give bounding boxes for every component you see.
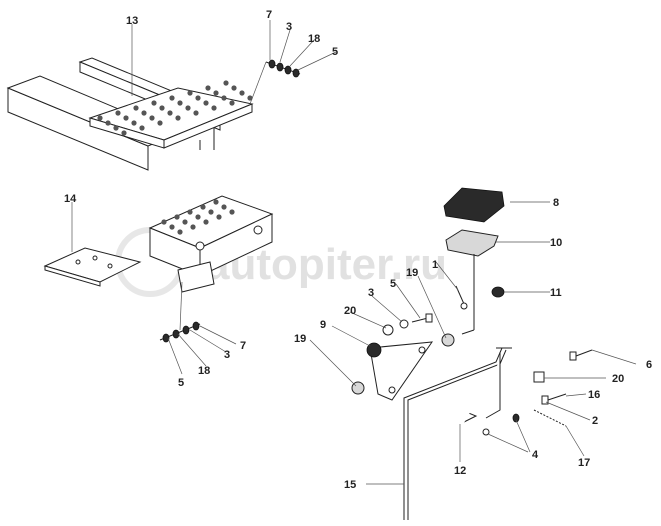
label-7-top: 7	[266, 9, 272, 21]
hole	[177, 229, 183, 235]
hole	[193, 110, 199, 116]
hole	[182, 219, 188, 225]
label-17: 17	[578, 457, 590, 469]
label-3-top: 3	[286, 21, 292, 33]
hole	[151, 100, 157, 106]
hole	[213, 90, 219, 96]
hole	[115, 110, 121, 116]
label-19-mid: 19	[406, 267, 418, 279]
label-14: 14	[64, 193, 77, 205]
label-12: 12	[454, 465, 466, 477]
label-4: 4	[532, 449, 539, 461]
hole	[123, 115, 129, 121]
label-20-right: 20	[612, 373, 624, 385]
hole	[177, 100, 183, 106]
label-7-left: 7	[240, 340, 246, 352]
hole	[216, 214, 222, 220]
hole	[113, 125, 119, 131]
label-1: 1	[432, 259, 438, 271]
spring-17	[533, 409, 567, 427]
hole	[157, 120, 163, 126]
hole	[105, 120, 111, 126]
washer-19-mid	[441, 333, 455, 347]
housing-holes	[161, 199, 235, 235]
hole	[185, 105, 191, 111]
hole	[211, 105, 217, 111]
hole	[175, 115, 181, 121]
hole	[213, 199, 219, 205]
hole	[121, 130, 127, 136]
label-18-top: 18	[308, 33, 320, 45]
hole	[187, 90, 193, 96]
hole	[97, 115, 103, 121]
hole	[139, 125, 145, 131]
hole	[221, 204, 227, 210]
bolt-16	[541, 393, 567, 405]
step-frame-13	[6, 57, 254, 171]
hole	[229, 100, 235, 106]
pedal-plate-10	[445, 229, 499, 335]
callout-labels: 13 7 3 18 5 14 8 10 11 19 1 3 5 20 9 19 …	[64, 9, 652, 491]
label-8: 8	[553, 197, 559, 209]
lever-9	[366, 341, 434, 401]
rubber-pad-8	[443, 187, 505, 223]
leader-lines	[71, 20, 637, 485]
label-5-top: 5	[332, 46, 338, 58]
hole	[131, 120, 137, 126]
plate-holes	[97, 80, 253, 136]
label-19-left: 19	[294, 333, 306, 345]
label-16: 16	[588, 389, 600, 401]
hole	[141, 110, 147, 116]
label-10: 10	[550, 237, 562, 249]
nut-11	[491, 286, 505, 298]
hole	[174, 214, 180, 220]
hole	[208, 209, 214, 215]
hole	[169, 224, 175, 230]
bolt-6	[569, 349, 593, 361]
label-11: 11	[550, 287, 562, 299]
washer-20-mid	[382, 324, 394, 336]
hole	[167, 110, 173, 116]
rod-15	[403, 347, 512, 520]
fastener-stack-top	[265, 59, 301, 78]
hole	[247, 95, 253, 101]
label-6: 6	[646, 359, 652, 371]
hole	[169, 95, 175, 101]
hole	[229, 209, 235, 215]
hole	[205, 85, 211, 91]
label-5-mid: 5	[390, 278, 396, 290]
hole	[190, 224, 196, 230]
hole	[195, 214, 201, 220]
label-9: 9	[320, 319, 326, 331]
bolt-5-mid	[411, 313, 433, 323]
hole	[200, 204, 206, 210]
hole	[239, 90, 245, 96]
hole	[221, 95, 227, 101]
label-3-left: 3	[224, 349, 230, 361]
hole	[195, 95, 201, 101]
label-3-mid: 3	[368, 287, 374, 299]
nut-4a	[512, 413, 520, 423]
hole	[203, 219, 209, 225]
hole	[133, 105, 139, 111]
label-13: 13	[126, 15, 138, 27]
label-15: 15	[344, 479, 356, 491]
hole	[187, 209, 193, 215]
hole	[203, 100, 209, 106]
hole	[161, 219, 167, 225]
fastener-stack-left	[159, 321, 201, 343]
nut-4b	[482, 428, 490, 436]
hole	[159, 105, 165, 111]
label-18-left: 18	[198, 365, 210, 377]
hole	[149, 115, 155, 121]
label-2: 2	[592, 415, 598, 427]
bushing-20-right	[533, 371, 545, 383]
hole	[223, 80, 229, 86]
hole	[231, 85, 237, 91]
label-5-left: 5	[178, 377, 184, 389]
label-20-mid: 20	[344, 305, 356, 317]
step-housing-14	[43, 195, 274, 293]
